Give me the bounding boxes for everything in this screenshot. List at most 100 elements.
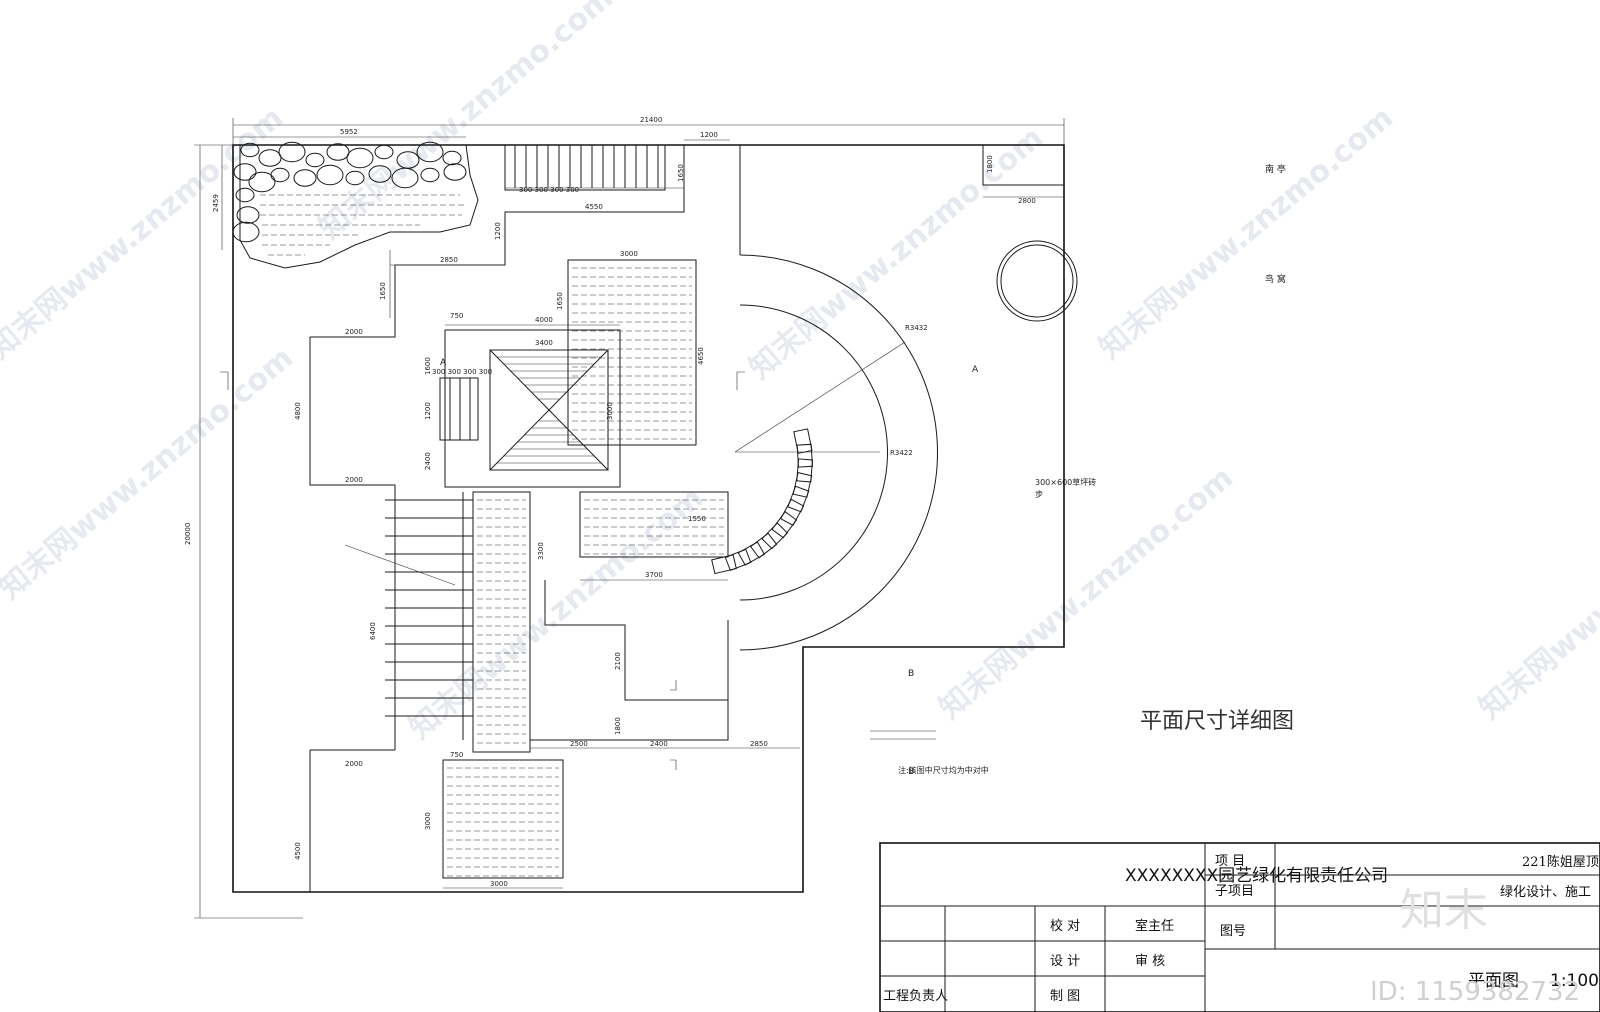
dim-1650: 1650 [379,282,387,300]
dim-1600: 1600 [424,357,432,375]
design-label: 设 计 [1050,954,1080,969]
dim-1200: 1200 [700,131,718,139]
water-channels: 3000 1650 4650 3300 1550 3700 750 3000 3… [424,250,729,889]
company-name: XXXXXXXX园艺绿化有限责任公司 [1125,866,1388,886]
watermark-text: 知末网www.znzmo.com [933,460,1240,726]
rock [235,187,255,203]
rock-pond [232,141,479,269]
drawing-number-label: 图号 [1220,924,1246,939]
watermark-text: 知末网www.znzmo.com [313,0,620,246]
dim-1200: 1200 [494,222,502,240]
dim-2100: 2100 [614,652,622,670]
plan-title: 平面尺寸详细图 [1140,709,1294,734]
stepping-stone [724,548,752,572]
pergola: 6400 [344,492,473,740]
stepping-stone [771,511,798,539]
watermark-text: 知末网www.znzmo.com [0,100,290,366]
dim-4550: 4550 [585,203,603,211]
rock [368,165,392,183]
stepping-stone [792,472,813,498]
radius-label: R3432 [905,324,928,332]
dim-750: 750 [450,751,463,759]
dim-1800: 1800 [986,155,994,173]
dim-2400: 2400 [650,740,668,748]
overall-dimensions: 21400 5952 1200 20000 2459 [184,116,1065,919]
rock [326,143,350,161]
dim-3700: 3700 [645,571,663,579]
rock [258,149,282,167]
section-label: A [972,365,979,375]
dim-4800: 4800 [294,402,302,420]
dim-2400: 2400 [424,452,432,470]
plant-label: 鸟 窝 [1265,273,1286,285]
section-label: A [440,358,447,368]
rock [240,142,260,158]
brand-watermark: 知末 [1400,885,1488,936]
curved-deck: R3432 R3422 [711,145,938,651]
watermark-text: 知末网www.znzmo.com [403,480,710,746]
stepping-stone [737,541,766,566]
dim-1800: 1800 [614,717,622,735]
dim-3000: 3000 [620,250,638,258]
project-label: 项 目 [1215,854,1245,869]
rock [420,167,440,183]
paving-label: 300×600草坪砖 [1035,477,1096,487]
stepping-stone [787,485,810,513]
dim-3400: 3400 [535,339,553,347]
watermarks: 知末网www.znzmo.com 知末网www.znzmo.com 知末网www… [0,0,1600,746]
rock [293,169,317,187]
rock [442,150,462,166]
rock [374,144,394,160]
stepping-stone [749,532,778,559]
watermark-text: 知末网www.znzmo.com [0,340,300,606]
watermark-text: 知末网www.znzmo.com [1473,460,1600,726]
dim-20000: 20000 [184,523,192,545]
radius-label: R3422 [890,449,913,457]
dim-4650: 4650 [697,347,705,365]
top-right-features: 2800 1800 南 亭 鸟 窝 A 300×600草坪砖 步 [972,145,1286,499]
dim-1650: 1650 [556,292,564,310]
dim-2000: 2000 [345,760,363,768]
watermark-text: 知末网www.znzmo.com [743,120,1050,386]
title-block: XXXXXXXX园艺绿化有限责任公司 项 目 子项目 221陈姐屋顶花园 绿化设… [879,842,1600,1012]
dim-2000: 2000 [345,476,363,484]
rock [278,141,306,163]
dim-1550: 1550 [688,515,706,523]
dim-750: 750 [450,312,463,320]
top-steps: 4550 1650 300 300 300 300 [504,144,685,213]
section-label: B [908,669,914,679]
rock [232,221,260,243]
stepping-stone [761,522,789,550]
dim-1650: 1650 [677,164,685,182]
rock [316,164,344,186]
watermark-text: 知末网www.znzmo.com [1093,100,1400,366]
dim-21400: 21400 [640,116,662,124]
dim-3000: 3000 [606,402,614,420]
rock [443,163,467,181]
rock [305,152,325,168]
draw-label: 制 图 [1050,989,1080,1004]
dim-step-spacing: 300 300 300 300 [432,368,492,376]
dim-2850: 2850 [440,256,458,264]
rock [248,171,276,193]
dim-6400: 6400 [369,622,377,640]
dim-2800: 2800 [1018,197,1036,205]
dim-3000: 3000 [490,880,508,888]
lower-walls: 2500 2400 2850 2100 1800 B B [529,492,914,777]
stepping-stone [780,498,805,527]
section-label: B [908,767,914,777]
dim-4500: 4500 [294,842,302,860]
drawing-scale: 1:100 [1550,971,1599,991]
room-director-label: 室主任 [1135,918,1174,934]
dim-2459: 2459 [212,194,220,212]
rock [346,147,374,169]
project-name: 221陈姐屋顶花园 [1522,854,1600,870]
paving-label: 步 [1035,490,1043,499]
dim-2000: 2000 [345,328,363,336]
dim-2500: 2500 [570,740,588,748]
rock [233,163,257,181]
project-label: 子项目 [1215,884,1254,899]
dim-3300: 3300 [537,542,545,560]
dim-1200: 1200 [424,402,432,420]
